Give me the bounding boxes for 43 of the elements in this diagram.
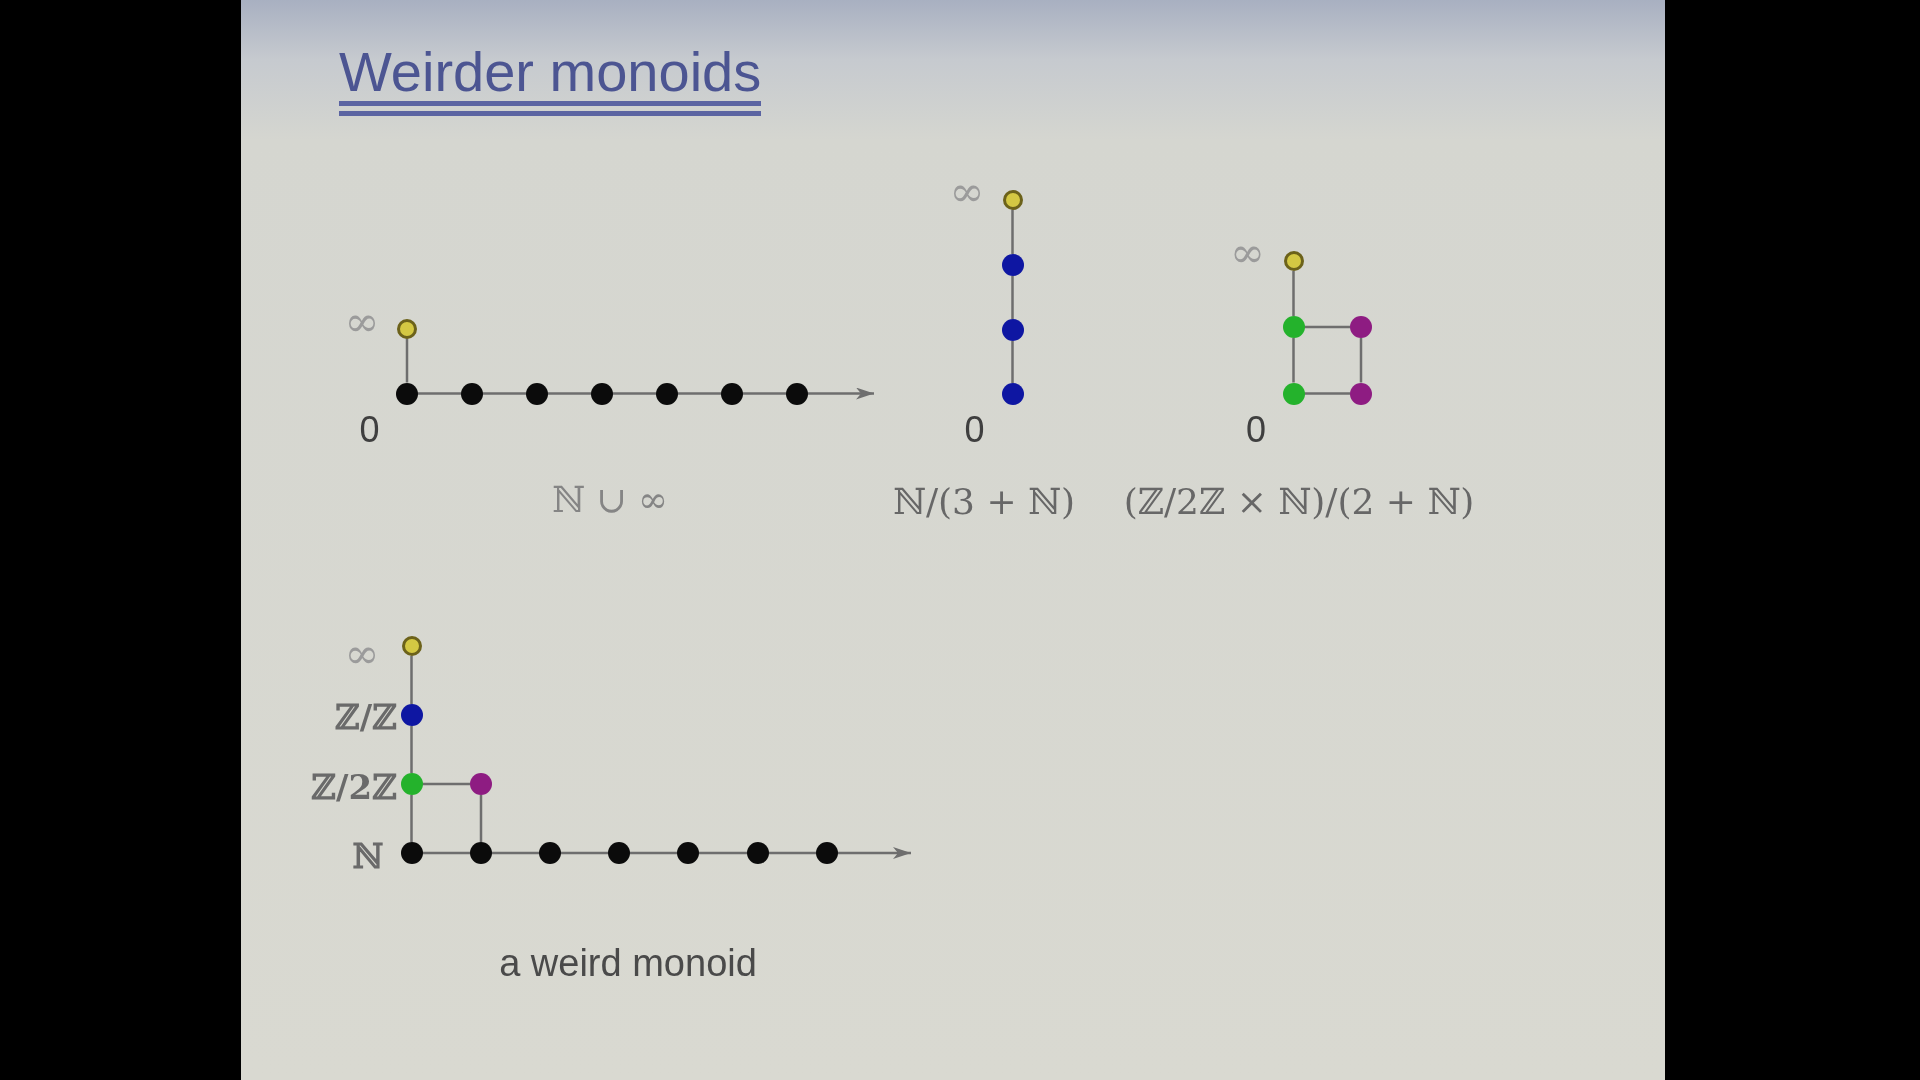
connector-line (1304, 392, 1350, 395)
connector-line (483, 392, 526, 395)
vertex-label: ∞ (949, 168, 985, 216)
vertex-label: ℤ/2ℤ (311, 769, 397, 807)
vertex-label: ℤ/ℤ (334, 699, 397, 737)
connector-line (699, 851, 747, 855)
connector-line (1011, 341, 1014, 383)
connector-line (422, 782, 470, 786)
vertex-label: ∞ (344, 298, 380, 346)
connector-line (1359, 338, 1363, 383)
connector-line (410, 726, 413, 773)
connector-line (492, 851, 539, 855)
connector-line (678, 392, 721, 395)
vertex-label: 0 (964, 410, 985, 450)
diagram-caption: a weird monoid (499, 943, 757, 985)
connector-line (1011, 276, 1014, 319)
connector-line (613, 392, 656, 395)
connector-line (1292, 338, 1295, 383)
vertex-label: ∞ (1230, 229, 1265, 277)
connector-line (410, 795, 413, 842)
connector-line (410, 656, 413, 704)
connector-line (479, 795, 483, 842)
connector-line (405, 338, 409, 383)
diagram-caption: (ℤ/2ℤ × ℕ)/(2 + ℕ) (1123, 482, 1475, 522)
connector-line (1292, 271, 1295, 316)
diagram-caption: ℕ ∪ ∞ (552, 480, 668, 520)
vertex-label: ∞ (344, 630, 380, 678)
arrow (808, 387, 874, 400)
vertex-label: 0 (1246, 410, 1266, 450)
connector-line (422, 851, 470, 855)
connector-line (769, 851, 816, 855)
connector-line (1011, 209, 1014, 254)
diagram-caption: ℕ/(3 + ℕ) (893, 482, 1075, 522)
arrow (838, 847, 911, 859)
vertex-label: ℕ (352, 838, 384, 876)
connector-line (1304, 325, 1350, 329)
connector-line (548, 392, 591, 395)
connector-line (630, 851, 677, 855)
vertex-label: 0 (359, 410, 380, 450)
connector-line (418, 392, 461, 395)
slide-title: Weirder monoids (339, 43, 762, 116)
connector-line (743, 392, 786, 395)
connector-line (561, 851, 608, 855)
